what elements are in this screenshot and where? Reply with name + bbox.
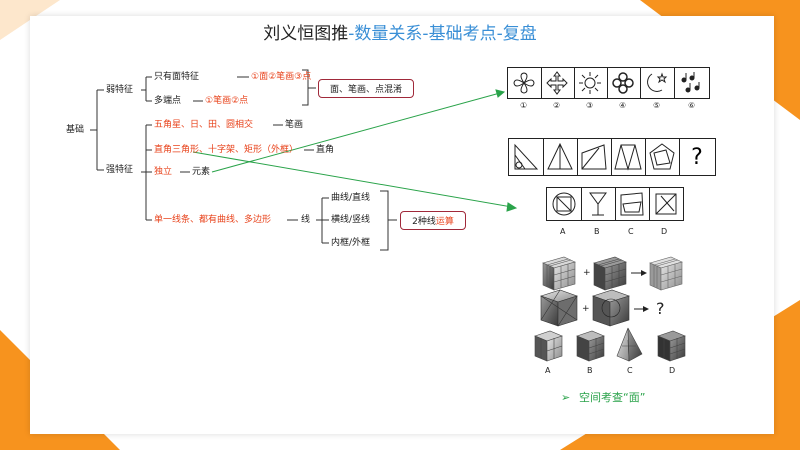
strip1-cell-3 bbox=[574, 68, 608, 98]
square-x-figure bbox=[655, 193, 677, 215]
triangle-split-figure bbox=[547, 142, 573, 170]
strong-row1-tail: 笔画 bbox=[285, 120, 304, 130]
cube-plus-row1: + bbox=[583, 268, 591, 278]
page-title: 刘义恒图推-数量关系-基础考点-复盘 bbox=[0, 26, 800, 43]
weak-item1-prefix: 只有面特征 bbox=[154, 72, 200, 82]
cube-label-a: A bbox=[545, 366, 551, 375]
strip2-cell-2 bbox=[543, 139, 578, 175]
figure-strip-polygons: ? bbox=[508, 138, 716, 176]
root-node: 基础 bbox=[66, 125, 85, 135]
strip1-cell-2 bbox=[541, 68, 575, 98]
figure-strip-options bbox=[546, 187, 684, 221]
music-notes-icon bbox=[681, 72, 700, 93]
line-type-3: 内框/外框 bbox=[331, 238, 371, 248]
strip3-cell-b bbox=[581, 188, 616, 220]
strip1-num-4: ④ bbox=[619, 101, 627, 110]
strip3-label-a: A bbox=[560, 227, 566, 236]
weak-item2-prefix: 多端点 bbox=[154, 96, 182, 106]
pentagon-figure bbox=[649, 143, 675, 170]
strong-row1: 五角星、日、田、圆相交 bbox=[154, 120, 254, 130]
strip1-cell-5 bbox=[640, 68, 675, 98]
strong-row4: 单一线条、都有曲线、多边形 bbox=[154, 215, 272, 225]
strong-row3: 独立 bbox=[154, 167, 173, 177]
cube-option-a bbox=[534, 330, 563, 362]
weak-item2-value: ①笔画②点 bbox=[205, 96, 249, 106]
strip3-cell-c bbox=[615, 188, 650, 220]
strip1-num-1: ① bbox=[520, 101, 528, 110]
strip3-label-b: B bbox=[594, 227, 600, 236]
quadrilateral-figure bbox=[581, 144, 607, 170]
weak-summary-box: 面、笔画、点混淆 bbox=[318, 79, 414, 98]
cube-option-b bbox=[576, 330, 605, 362]
title-sub: -数量关系-基础考点-复盘 bbox=[348, 24, 537, 44]
cube-option-d bbox=[657, 330, 686, 362]
strip2-cell-4 bbox=[611, 139, 646, 175]
strong-row3-tail: 元素 bbox=[192, 167, 211, 177]
weak-item1-value: ①面②笔画③点 bbox=[251, 72, 312, 82]
strip3-label-c: C bbox=[628, 227, 634, 236]
strip3-cell-d bbox=[649, 188, 683, 220]
cube-label-c: C bbox=[627, 366, 633, 375]
cube-label-b: B bbox=[587, 366, 593, 375]
cube-row1-result bbox=[649, 256, 683, 291]
strong-summary-prefix: 2种线 bbox=[412, 217, 436, 227]
clover-knot-icon bbox=[612, 72, 634, 94]
trapezoid-figure bbox=[614, 144, 642, 171]
cube-row1-middle bbox=[593, 256, 627, 291]
line-type-1: 曲线/直线 bbox=[331, 193, 371, 203]
cube-row2-middle bbox=[592, 289, 630, 327]
strong-feature-label: 强特征 bbox=[106, 165, 134, 175]
strip3-cell-a bbox=[547, 188, 582, 220]
sun-icon bbox=[579, 72, 601, 94]
cube-label-d: D bbox=[669, 366, 676, 375]
strong-row4-tail: 线 bbox=[301, 215, 311, 225]
cube-question-mark: ? bbox=[656, 299, 665, 318]
cross-arrow-icon bbox=[546, 71, 568, 95]
goblet-figure bbox=[589, 192, 607, 216]
strong-row2-tail: 直角 bbox=[316, 145, 335, 155]
cube-row1-left bbox=[542, 256, 576, 291]
caption-bullet: ➢ bbox=[561, 391, 571, 404]
cube-row2-left bbox=[540, 289, 578, 327]
weak-summary-text: 面、笔画、点混淆 bbox=[329, 85, 402, 95]
strip2-question-cell: ? bbox=[679, 139, 715, 175]
cube-plus-row2: + bbox=[582, 304, 590, 314]
strip1-num-6: ⑥ bbox=[688, 101, 696, 110]
title-main: 刘义恒图推 bbox=[263, 24, 349, 44]
strong-summary-box: 2种线运算 bbox=[400, 211, 466, 230]
weak-feature-label: 弱特征 bbox=[106, 85, 134, 95]
cube-option-c bbox=[616, 327, 643, 362]
strip1-cell-4 bbox=[607, 68, 641, 98]
strip1-num-3: ③ bbox=[586, 101, 594, 110]
tilted-box-figure bbox=[620, 192, 644, 216]
right-triangle-figure bbox=[514, 143, 539, 170]
strip1-cell-6 bbox=[674, 68, 709, 98]
strip2-cell-5 bbox=[645, 139, 680, 175]
strip1-cell-1 bbox=[508, 68, 542, 98]
line-type-2: 横线/竖线 bbox=[331, 215, 371, 225]
strip3-label-d: D bbox=[661, 227, 668, 236]
caption-text: 空间考查“面” bbox=[579, 391, 646, 404]
circle-square-figure bbox=[552, 192, 576, 216]
strong-row2: 直角三角形、十字架、矩形（外框） bbox=[154, 145, 299, 155]
pinwheel-icon bbox=[513, 72, 535, 94]
moon-star-icon bbox=[647, 72, 668, 92]
strip2-question-mark: ? bbox=[691, 144, 703, 170]
strip2-cell-3 bbox=[577, 139, 612, 175]
strip1-num-5: ⑤ bbox=[653, 101, 661, 110]
strong-summary-suffix: 运算 bbox=[435, 217, 454, 227]
figure-strip-symbols bbox=[507, 67, 710, 99]
strip2-cell-1 bbox=[509, 139, 544, 175]
strip1-num-2: ② bbox=[553, 101, 561, 110]
